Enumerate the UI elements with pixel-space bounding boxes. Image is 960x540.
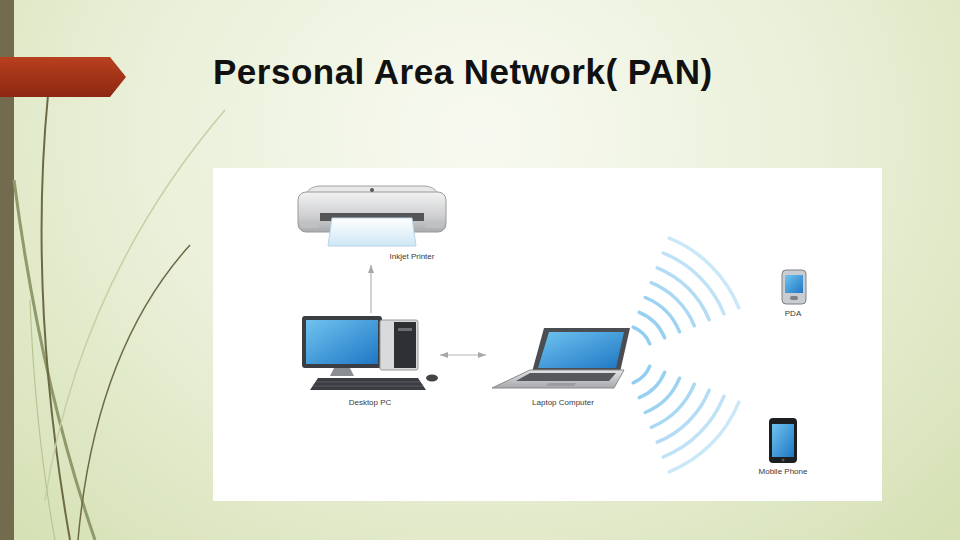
- diagram-panel: [213, 168, 882, 501]
- decor-curve: [45, 110, 225, 500]
- phone-device: Mobile Phone: [752, 414, 816, 478]
- slide-decoration: [0, 0, 225, 540]
- desktop-device: Desktop PC: [298, 313, 440, 410]
- laptop-icon: [492, 328, 630, 388]
- wireless-waves: [633, 238, 739, 472]
- link-arrow: [370, 265, 371, 313]
- slide-title: Personal Area Network( PAN): [213, 52, 713, 92]
- device-label: PDA: [785, 309, 801, 319]
- mobile-phone-icon: [769, 418, 797, 463]
- link-arrow: [440, 354, 486, 355]
- printer-device: Inkjet Printer: [294, 185, 450, 265]
- device-label: Laptop Computer: [532, 398, 594, 408]
- desktop-icon: [302, 316, 438, 390]
- pda-icon: [782, 270, 806, 304]
- device-label: Desktop PC: [349, 398, 392, 408]
- decor-curve: [42, 95, 70, 540]
- title-arrow: [0, 57, 126, 97]
- laptop-device: Laptop Computer: [486, 323, 640, 410]
- decor-curve: [30, 300, 55, 540]
- device-label: Inkjet Printer: [390, 252, 435, 262]
- device-label: Mobile Phone: [759, 467, 808, 477]
- pda-device: PDA: [772, 266, 816, 320]
- decor-curve: [14, 180, 95, 540]
- decor-curve: [78, 245, 190, 540]
- connector-group: [371, 265, 486, 355]
- printer-icon: [298, 186, 446, 246]
